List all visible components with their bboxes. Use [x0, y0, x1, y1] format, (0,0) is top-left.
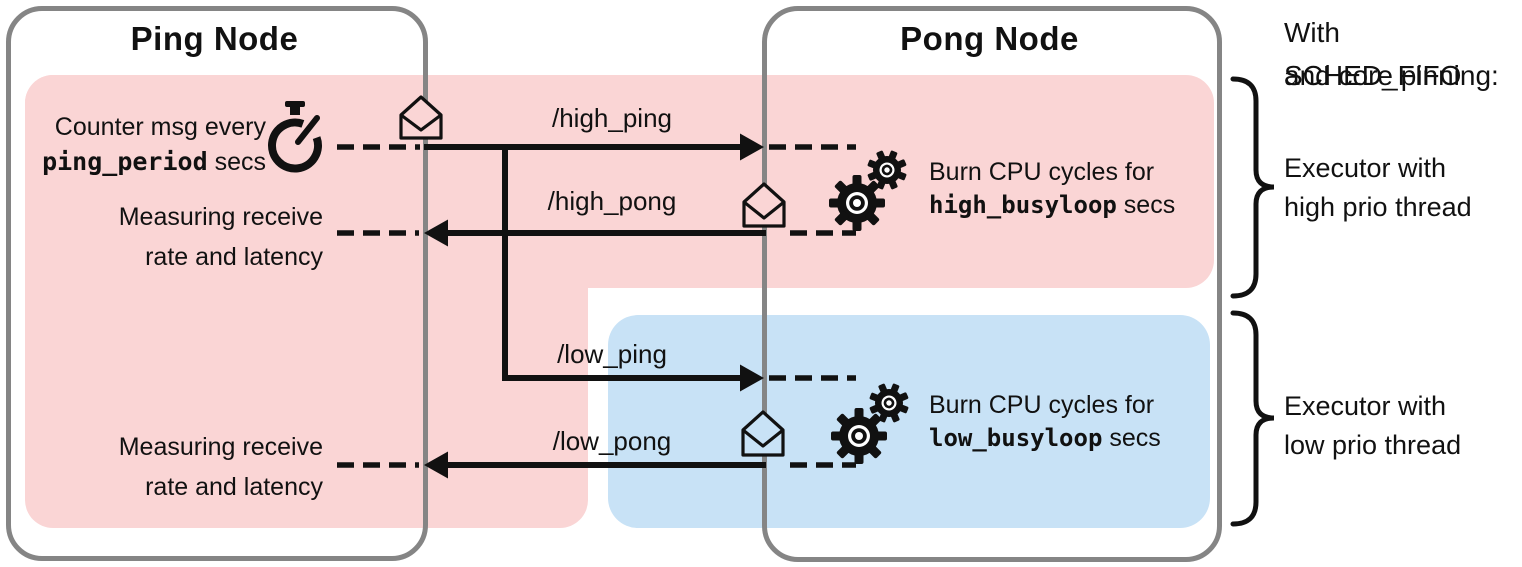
measuring-high-line1: Measuring receive: [118, 203, 323, 231]
burn-low-line1: Burn CPU cycles for: [929, 391, 1155, 419]
measuring-low-line2: rate and latency: [145, 473, 323, 501]
topic-label-low-pong: /low_pong: [552, 426, 672, 456]
burn-low-line2: low_busyloop secs: [929, 423, 1161, 453]
ping-node-title: Ping Node: [130, 20, 299, 57]
high-busyloop-param: high_busyloop: [929, 191, 1117, 219]
measuring-low-line1: Measuring receive: [118, 433, 323, 461]
low-busyloop-suffix: secs: [1102, 424, 1161, 452]
low-busyloop-param: low_busyloop: [929, 424, 1103, 452]
burn-high-line1: Burn CPU cycles for: [929, 158, 1155, 186]
high-busyloop-suffix: secs: [1116, 191, 1176, 219]
measuring-high-line2: rate and latency: [145, 243, 323, 271]
executor-low-line1: Executor with: [1284, 391, 1447, 421]
topic-label-low-ping: /low_ping: [557, 339, 667, 369]
executor-high-line1: Executor with: [1284, 153, 1447, 183]
sched-note-line2: and core pinning:: [1284, 60, 1499, 91]
executor-low-line2: low prio thread: [1284, 430, 1462, 460]
sched-note-line1: With SCHED_FIFO: [1284, 17, 1462, 91]
counter-msg-line2: ping_period secs: [18, 147, 266, 177]
ping-node-box: [6, 6, 428, 561]
topic-label-high-ping: /high_ping: [552, 103, 672, 133]
brace-high-prio: [1230, 76, 1275, 299]
topic-label-high-pong: /high_pong: [547, 186, 677, 216]
ping-period-suffix: secs: [207, 148, 266, 176]
ping-period-param: ping_period: [42, 147, 208, 176]
burn-high-line2: high_busyloop secs: [929, 190, 1175, 220]
pong-node-title: Pong Node: [900, 20, 1079, 57]
executor-high-line2: high prio thread: [1284, 192, 1472, 222]
pong-node-box: [762, 6, 1222, 562]
brace-low-prio: [1230, 310, 1275, 527]
counter-msg-line1: Counter msg every: [54, 113, 266, 141]
